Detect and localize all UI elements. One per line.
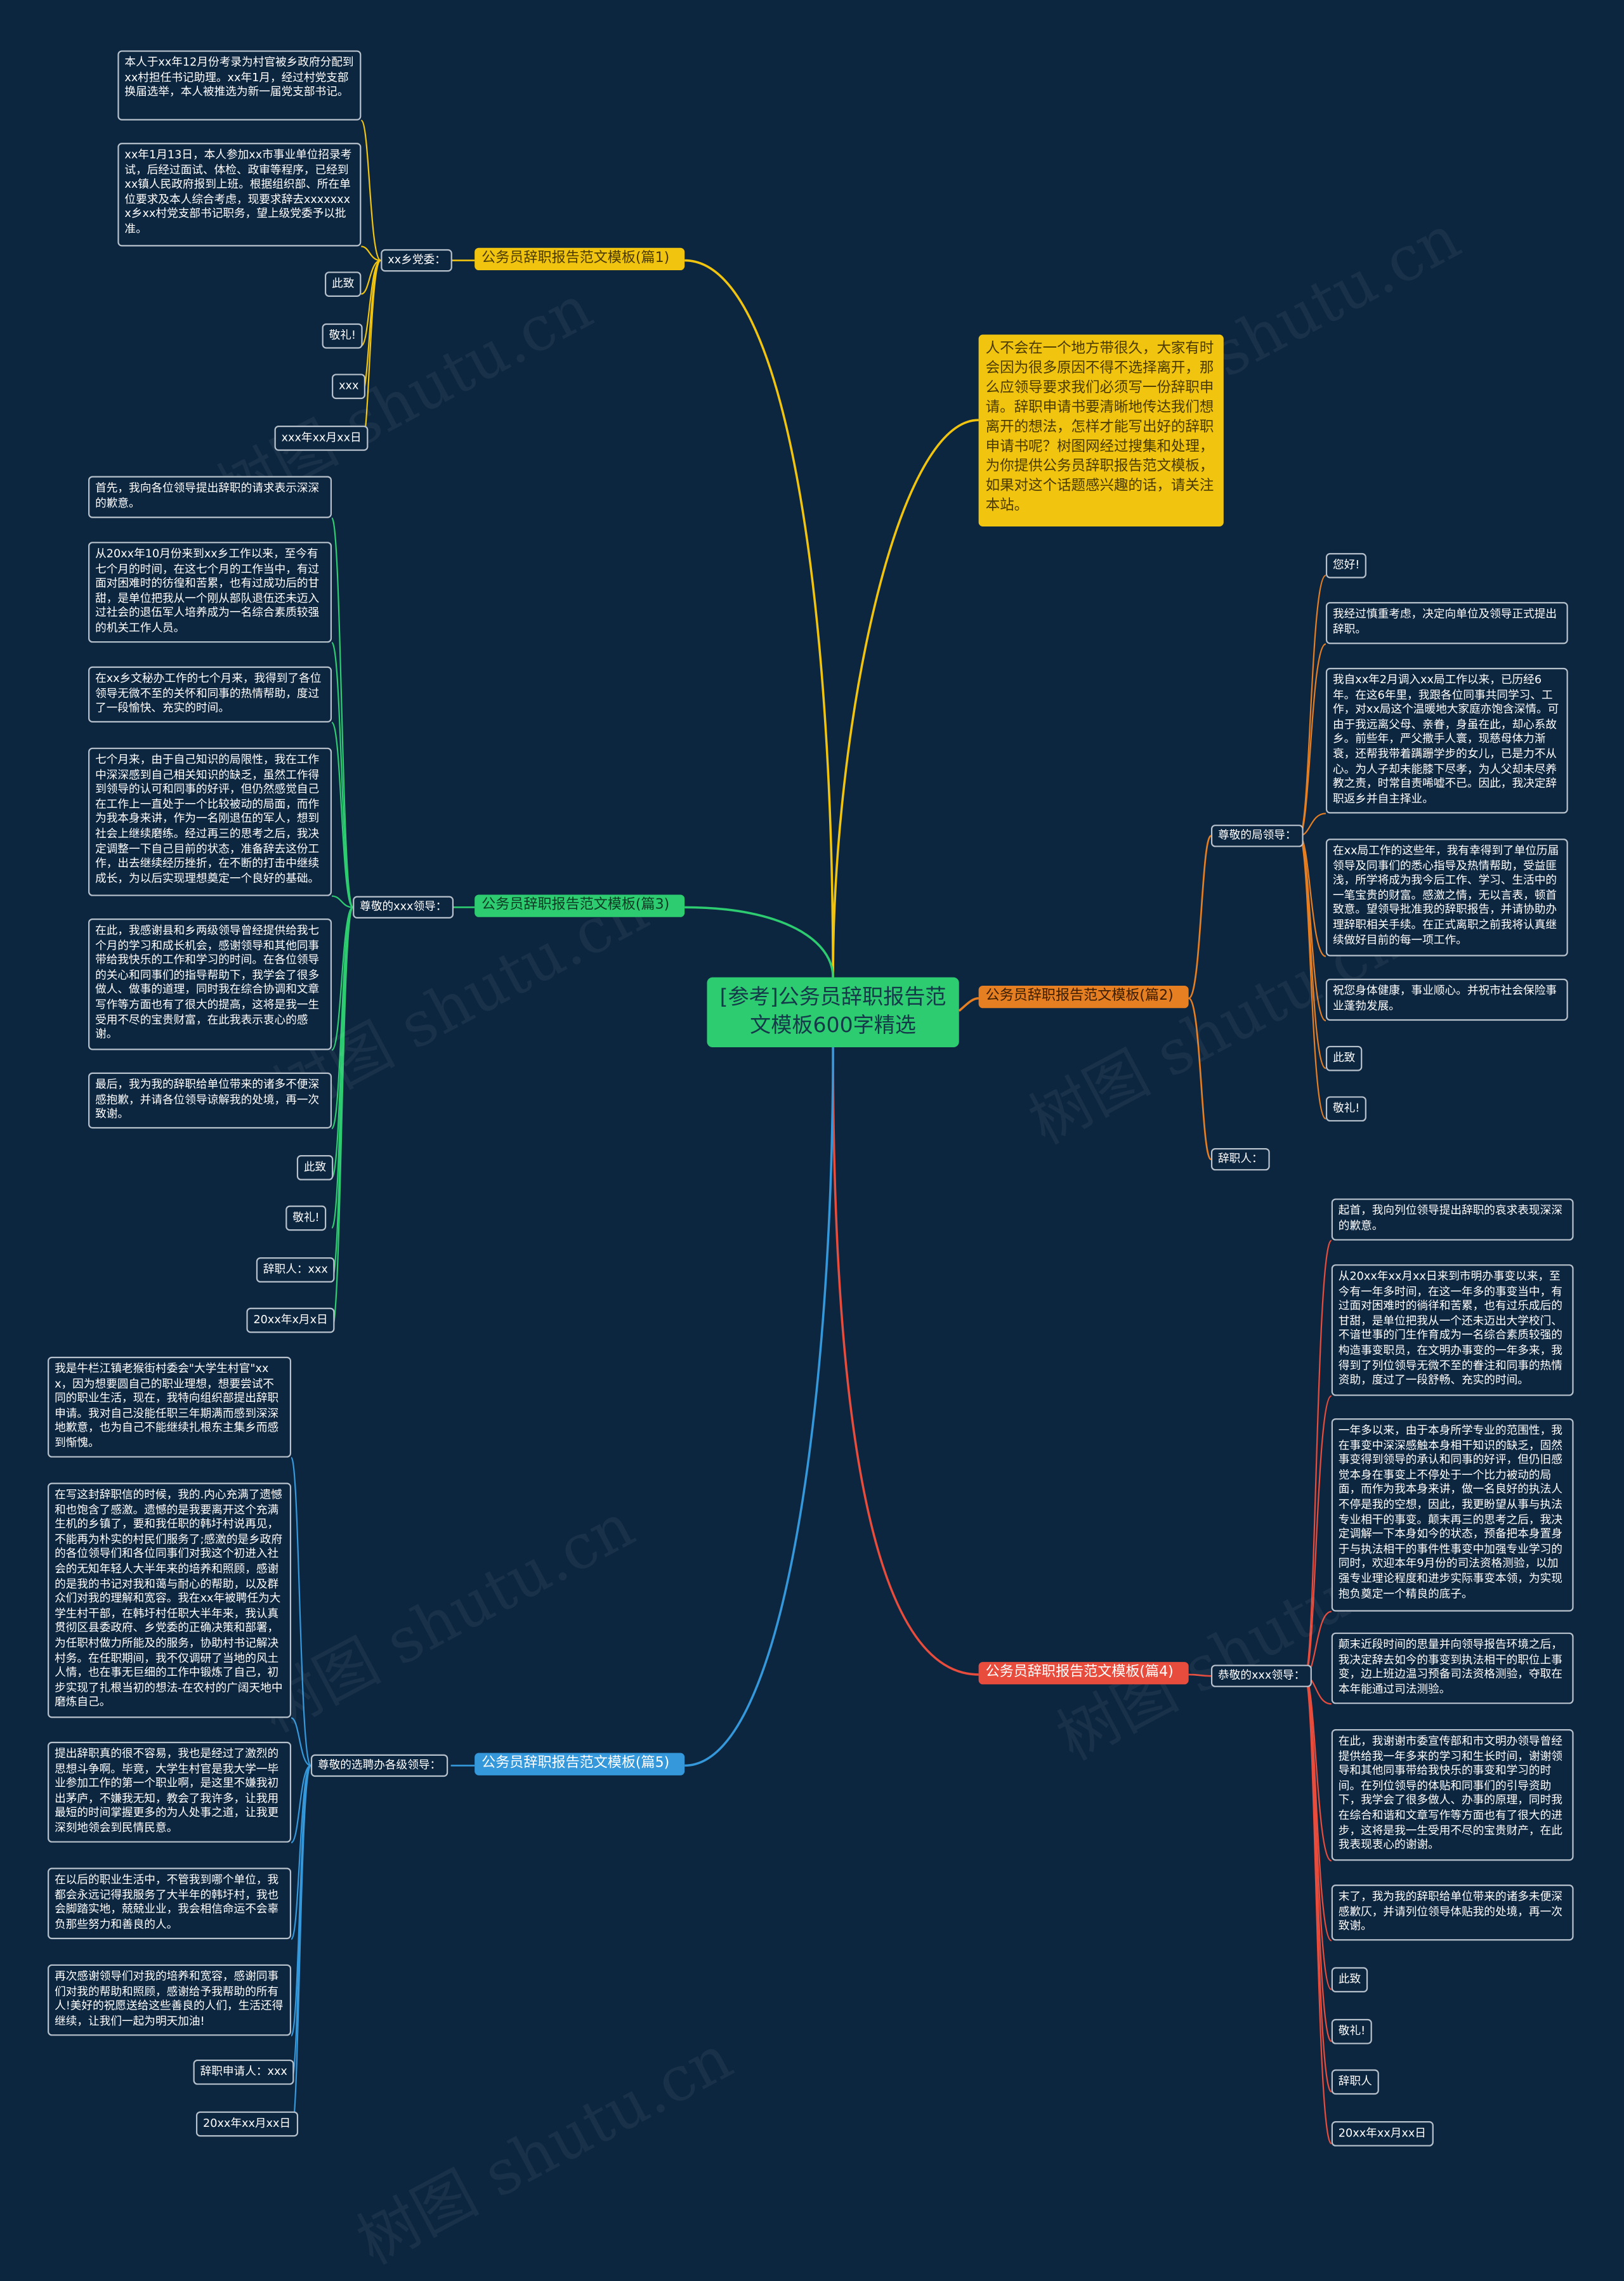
b5-tag-2[interactable]: 20xx年xx月xx日 [195,2111,298,2137]
connector [1188,997,1212,1160]
connector [291,1765,311,1843]
connector [331,906,354,1051]
branch-2-sub-1[interactable]: 尊敬的局领导： [1210,825,1304,847]
b3-tag-1[interactable]: 此致 [296,1155,334,1180]
b4-para-5[interactable]: 在此，我谢谢市委宣传部和市文明办领导曾经提供给我一年多来的学习和生长时间，谢谢领… [1331,1729,1574,1861]
mind-map: 树图 shutu.cn 树图 shutu.cn 树图 shutu.cn 树图 s… [48,50,1574,2279]
b4-para-3[interactable]: 一年多以来，由于本身所学专业的范围性，我在事变中深深感触本身相干知识的缺乏，固然… [1331,1418,1574,1612]
connector [684,259,834,977]
connector [290,1456,311,1767]
b5-para-4[interactable]: 在以后的职业生活中，不管我到哪个单位，我都会永远记得我服务了大半年的韩圩村，我也… [48,1867,292,1940]
b4-tag-3[interactable]: 辞职人 [1331,2069,1379,2095]
b4-para-1[interactable]: 起首，我向列位领导提出辞职的哀求表现深深的歉意。 [1331,1198,1574,1241]
b1-tag-2[interactable]: 敬礼! [322,323,363,349]
b2-tag-2[interactable]: 敬礼! [1325,1096,1367,1122]
connector [331,517,354,908]
b5-tag-1[interactable]: 辞职申请人：xxx [193,2059,294,2085]
branch-2-sub-2[interactable]: 辞职人： [1210,1147,1270,1171]
connector [290,1765,311,2135]
connector [1188,1673,1211,1677]
connector [958,997,979,1012]
root-topic[interactable]: [参考]公务员辞职报告范文模板600字精选 [707,977,959,1048]
b2-para-2[interactable]: 我自xx年2月调入xx局工作以来，已历经6年。在这6年里，我跟各位同事共同学习、… [1325,667,1568,814]
b2-greet[interactable]: 您好! [1325,552,1367,578]
b1-tag-4[interactable]: xxx年xx月xx日 [274,426,369,451]
branch-5[interactable]: 公务员辞职报告范文模板(篇5) [475,1753,685,1775]
b3-tag-3[interactable]: 辞职人：xxx [256,1257,335,1283]
branch-2[interactable]: 公务员辞职报告范文模板(篇2) [978,985,1189,1009]
b4-para-4[interactable]: 颠末近段时间的思量并向领导报告环境之后，我决定辞去如今的事变到执法相干的职位上事… [1331,1632,1574,1704]
b1-para-2[interactable]: xx年1月13日，本人参加xx市事业单位招录考试，后经过面试、体检、政审等程序，… [117,143,362,247]
b4-tag-2[interactable]: 敬礼! [1331,2018,1373,2044]
b3-tag-4[interactable]: 20xx年x月x日 [246,1307,335,1333]
b3-para-3[interactable]: 在xx乡文秘办工作的七个月来，我得到了各位领导无微不至的关怀和同事的热情帮助，度… [88,666,332,722]
connector [331,906,354,1331]
b5-para-2[interactable]: 在写这封辞职信的时候，我的.内心充满了遗憾和也饱含了感激。遗憾的是我要离开这个充… [48,1482,292,1718]
branch-4-sub[interactable]: 恭敬的xxx领导： [1210,1664,1313,1687]
connector [684,906,834,977]
b2-para-3[interactable]: 在xx局工作的这些年，我有幸得到了单位历届领导及同事们的悉心指导及热情帮助，受益… [1325,839,1568,957]
b4-para-2[interactable]: 从20xx年xx月xx日来到市明办事变以来，至今有一年多时间，在这一年多的事变当… [1331,1264,1574,1396]
b3-para-2[interactable]: 从20xx年10月份来到xx乡工作以来，至今有七个月的时间，在这七个月的工作当中… [88,542,332,643]
b4-para-6[interactable]: 末了，我为我的辞职给单位带来的诸多未便深感歉仄，并请列位领导体贴我的处境，再一次… [1331,1885,1574,1941]
b1-tag-3[interactable]: xxx [332,374,366,400]
b3-para-4[interactable]: 七个月来，由于自己知识的局限性，我在工作中深深感到自己相关知识的缺乏，虽然工作得… [88,747,332,896]
connector [1188,835,1212,1000]
b5-para-5[interactable]: 再次感谢领导们对我的培养和宽容，感谢同事们对我的帮助和照顾，感谢给予我帮助的所有… [48,1964,292,2036]
connector [832,419,979,977]
connector [360,119,382,261]
b4-tag-1[interactable]: 此致 [1331,1967,1368,1992]
connector-lines [290,119,1332,2145]
connector [361,245,381,261]
branch-5-sub[interactable]: 尊敬的选聘办各级领导： [310,1754,449,1777]
connector [331,642,354,908]
connector [684,1047,834,1767]
branch-4[interactable]: 公务员辞职报告范文模板(篇4) [978,1662,1189,1685]
branch-1[interactable]: 公务员辞职报告范文模板(篇1) [475,247,685,271]
connector [832,1047,979,1676]
connector [1298,643,1326,837]
b5-para-1[interactable]: 我是牛栏江镇老猴街村委会"大学生村官"xxx，因为想要圆自己的职业理想，想要尝试… [48,1356,292,1458]
connector [1304,1395,1332,1677]
b4-tag-4[interactable]: 20xx年xx月xx日 [1331,2121,1433,2147]
b2-para-4[interactable]: 祝您身体健康，事业顺心。并祝市社会保险事业蓬勃发展。 [1325,978,1568,1021]
b5-para-3[interactable]: 提出辞职真的很不容易，我也是经过了激烈的思想斗争啊。毕竟，大学生村官是我大学一毕… [48,1741,292,1843]
branch-3-sub[interactable]: 尊敬的xxx领导： [353,896,454,918]
connector [291,1717,311,1767]
connector [331,895,353,908]
b2-tag-1[interactable]: 此致 [1325,1045,1363,1071]
b3-para-6[interactable]: 最后，我为我的辞职给单位带来的诸多不便深感抱歉，并请各位领导谅解我的处境，再一次… [88,1072,332,1129]
b1-tag-1[interactable]: 此致 [325,271,362,297]
connector [331,721,354,908]
intro-note[interactable]: 人不会在一个地方带很久，大家有时会因为很多原因不得不选择离开，那么应领导要求我们… [978,334,1224,526]
connector [290,1765,311,1940]
connector [1304,1675,1332,2145]
b3-tag-2[interactable]: 敬礼! [285,1205,327,1231]
b2-para-1[interactable]: 我经过慎重考虑，决定向单位及领导正式提出辞职。 [1325,602,1568,644]
connector [1298,835,1326,1120]
branch-1-sub[interactable]: xx乡党委： [381,249,453,272]
b3-para-5[interactable]: 在此，我感谢县和乡两级领导曾经提供给我七个月的学习和成长机会，感谢领导和其他同事… [88,918,332,1050]
connector [1298,575,1326,837]
connector [360,259,381,295]
branch-3[interactable]: 公务员辞职报告范文模板(篇3) [475,894,685,917]
b1-para-1[interactable]: 本人于xx年12月份考录为村官被乡政府分配到xx村担任书记助理。xx年1月，经过… [117,50,362,121]
b3-para-1[interactable]: 首先，我向各位领导提出辞职的请求表示深深的歉意。 [88,476,332,518]
